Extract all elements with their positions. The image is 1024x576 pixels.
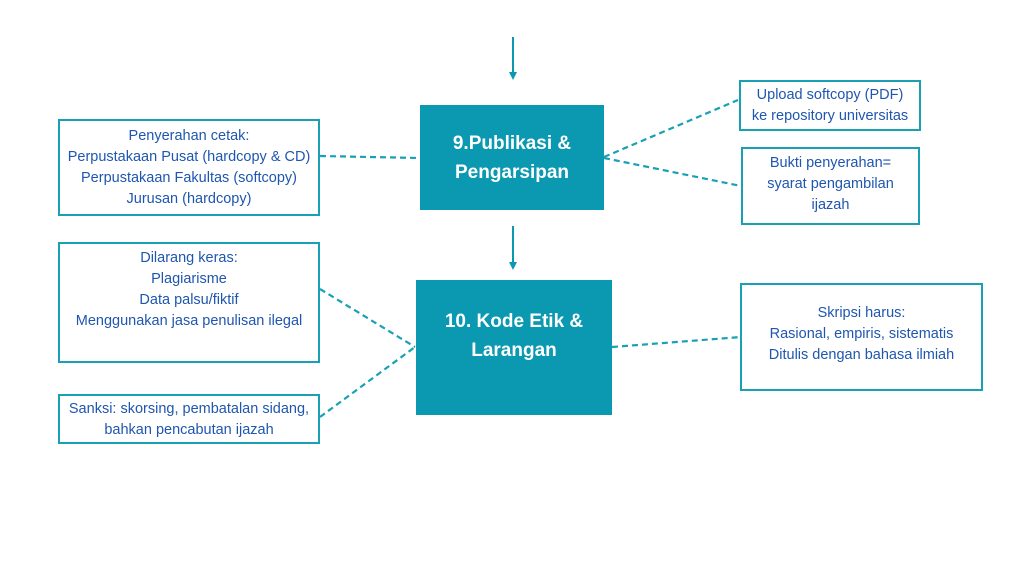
note-line: Dilarang keras:: [140, 250, 238, 266]
step10-title-line1: 10. Kode Etik &: [444, 311, 584, 332]
step10-right-note: Skripsi harus: Rasional, empiris, sistem…: [740, 283, 983, 391]
dash-step9-right-bottom: [603, 156, 742, 188]
step9-right-note-bottom: Bukti penyerahan= syarat pengambilan ija…: [741, 147, 920, 225]
step9-title-line1: 9.Publikasi &: [452, 132, 572, 154]
step10-left-note-bottom: Sanksi: skorsing, pembatalan sidang, bah…: [58, 394, 320, 444]
step9-right-note-top: Upload softcopy (PDF) ke repository univ…: [739, 80, 921, 131]
note-line: Rasional, empiris, sistematis: [769, 326, 954, 342]
note-line: bahkan pencabutan ijazah: [104, 422, 274, 438]
note-line: ijazah: [811, 197, 850, 213]
note-line: Penyerahan cetak:: [128, 128, 250, 144]
step9-title-line2: Pengarsipan: [454, 161, 570, 183]
note-line: Upload softcopy (PDF): [756, 87, 904, 103]
note-line: Perpustakaan Pusat (hardcopy & CD): [67, 149, 311, 165]
step10-title-line2: Larangan: [471, 340, 557, 361]
dash-step10-left-bottom: [319, 346, 416, 418]
note-line: Sanksi: skorsing, pembatalan sidang,: [68, 401, 310, 417]
step10-left-note-top: Dilarang keras: Plagiarisme Data palsu/f…: [58, 242, 320, 363]
note-line: Perpustakaan Fakultas (softcopy): [81, 170, 297, 186]
note-line: Menggunakan jasa penulisan ilegal: [75, 313, 303, 329]
dash-step10-left-top: [319, 288, 416, 348]
note-line: Plagiarisme: [151, 271, 227, 287]
step9-left-note: Penyerahan cetak: Perpustakaan Pusat (ha…: [58, 119, 320, 216]
step9-box: 9.Publikasi & Pengarsipan: [420, 105, 604, 210]
note-line: Ditulis dengan bahasa ilmiah: [768, 347, 955, 363]
dash-step10-right: [611, 335, 742, 349]
dash-step9-left: [319, 154, 421, 160]
note-line: Skripsi harus:: [817, 305, 906, 321]
note-line: Data palsu/fiktif: [139, 292, 239, 308]
note-line: ke repository universitas: [751, 108, 909, 124]
dash-step9-right-top: [603, 98, 739, 159]
note-line: syarat pengambilan: [767, 176, 894, 192]
note-line: Bukti penyerahan=: [769, 155, 892, 171]
step10-box: 10. Kode Etik & Larangan: [416, 280, 612, 415]
note-line: Jurusan (hardcopy): [126, 191, 252, 207]
